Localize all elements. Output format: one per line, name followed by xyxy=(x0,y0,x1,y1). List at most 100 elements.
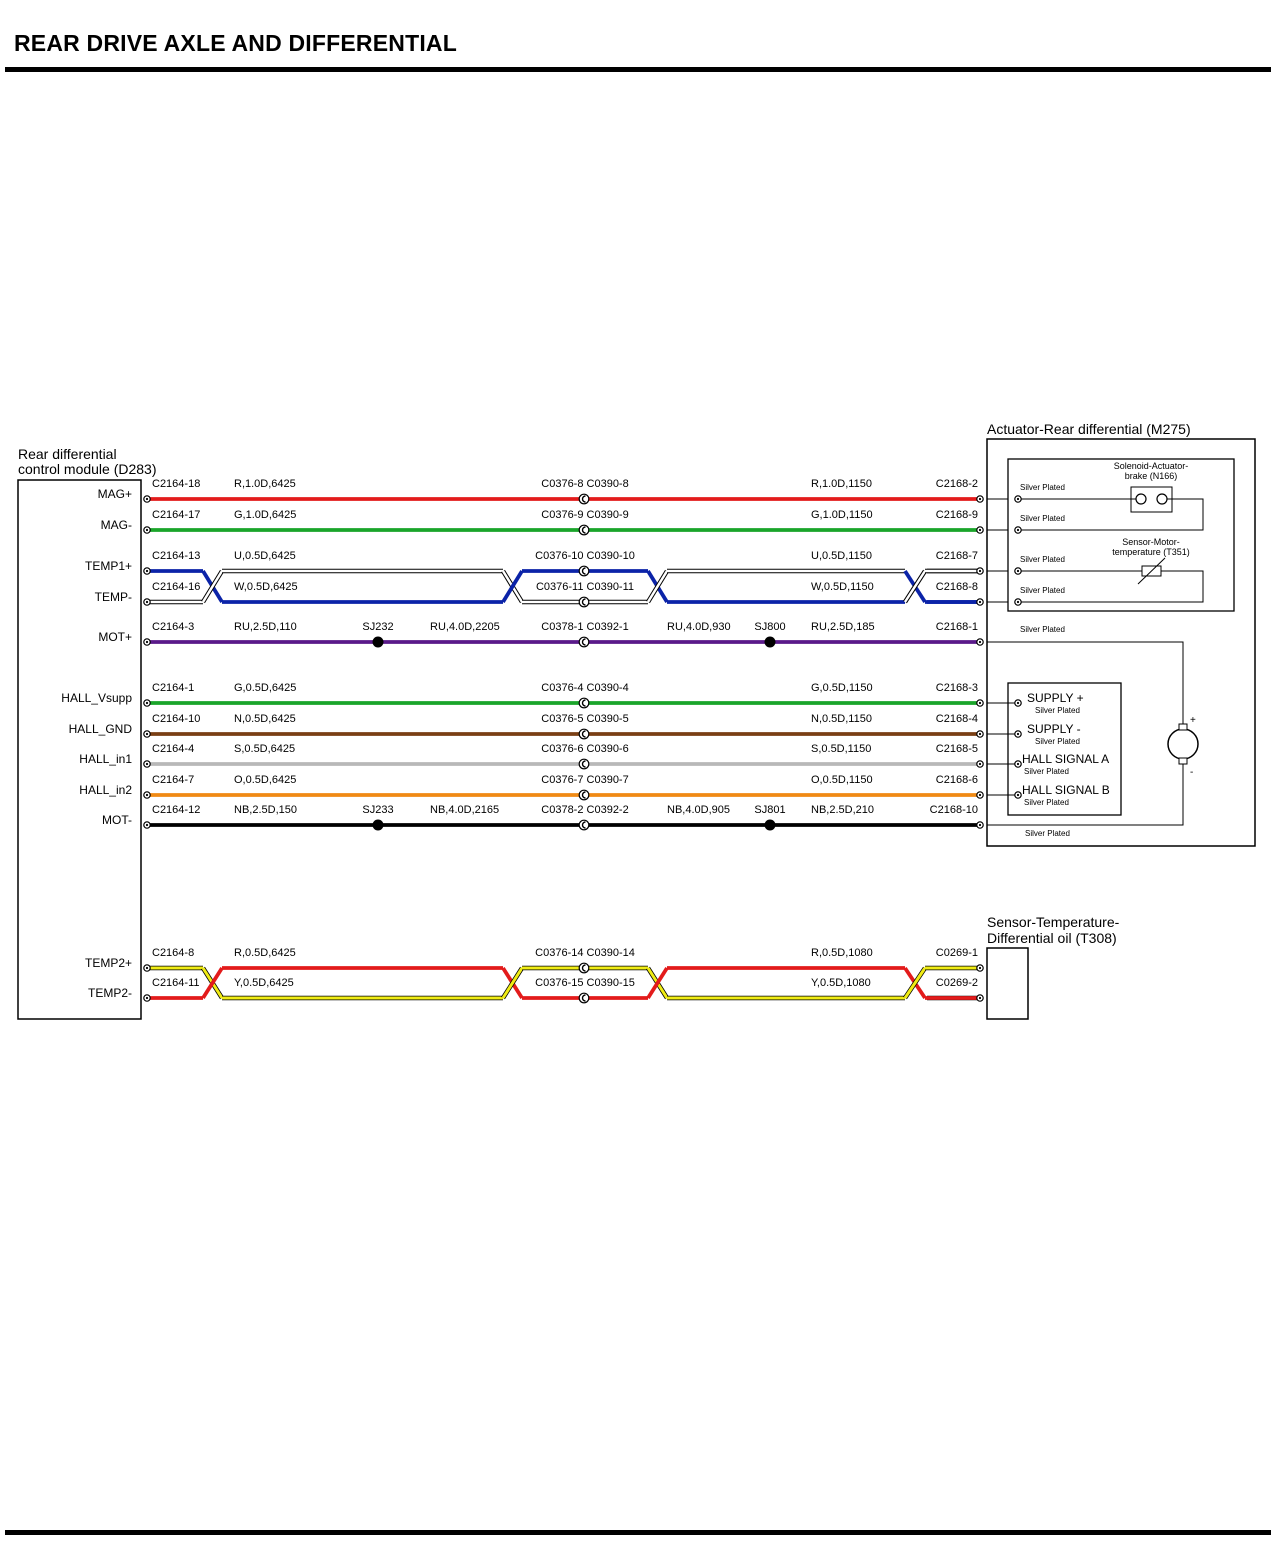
conn-right-temp1-plus: C2168-7 xyxy=(936,550,978,562)
inline-connector-temp2-plus xyxy=(578,962,590,974)
conn-mid-hall-vsupp: C0376-4 C0390-4 xyxy=(541,682,628,694)
wire-temp1-pair-seg5-b xyxy=(646,570,669,603)
module-pin-hall-in2: HALL_in2 xyxy=(79,783,132,797)
terminal-right-temp1-plus-dot xyxy=(978,569,982,573)
terminal-left-mag-plus-dot xyxy=(145,497,149,501)
conn-mid-mag-minus: C0376-9 C0390-9 xyxy=(541,509,628,521)
spec-right-mot-minus: NB,2.5D,210 xyxy=(811,804,874,816)
hall-terminal-2-dot xyxy=(1016,762,1020,766)
terminal-right-mot-plus-dot xyxy=(978,640,982,644)
conn-right-mag-plus: C2168-2 xyxy=(936,478,978,490)
terminal-left-temp2-plus-dot xyxy=(145,966,149,970)
control-module-label-1: Rear differential xyxy=(18,446,117,462)
spec-left-hall-vsupp: G,0.5D,6425 xyxy=(234,682,296,694)
terminal-right-mag-plus-dot xyxy=(978,497,982,501)
wire-temp1-pair-seg1-b xyxy=(201,570,224,603)
actuator-internal-terminal-0-dot xyxy=(1016,497,1020,501)
conn-mid-temp2-minus: C0376-15 C0390-15 xyxy=(535,977,635,989)
module-pin-mot-minus: MOT- xyxy=(102,813,132,827)
conn-left-hall-gnd: C2164-10 xyxy=(152,713,200,725)
splice-label-SJ232: SJ232 xyxy=(362,621,393,633)
oil-sensor-label-1: Sensor-Temperature- xyxy=(987,914,1120,930)
motor-wire-minus xyxy=(987,764,1184,826)
oil-sensor-label-2: Differential oil (T308) xyxy=(987,930,1117,946)
motor-temp-label-1: Sensor-Motor- xyxy=(1122,537,1180,547)
terminal-left-hall-vsupp-dot xyxy=(145,701,149,705)
thermistor-wire-out xyxy=(1018,570,1204,603)
terminal-right-mot-minus-dot xyxy=(978,823,982,827)
spec-right-mag-plus: R,1.0D,1150 xyxy=(811,478,872,490)
motor-icon xyxy=(1167,728,1199,760)
spec-left-temp2-minus: Y,0.5D,6425 xyxy=(234,977,294,989)
conn-mid-mot-plus: C0378-1 C0392-1 xyxy=(541,621,628,633)
conn-left-temp1-plus: C2164-13 xyxy=(152,550,200,562)
terminal-left-mot-plus-dot xyxy=(145,640,149,644)
inline-connector-mot-minus xyxy=(578,819,590,831)
page-title: REAR DRIVE AXLE AND DIFFERENTIAL xyxy=(14,30,457,56)
inline-connector-hall-gnd-mark xyxy=(581,730,586,738)
splice-SJ232 xyxy=(372,636,384,648)
spec-right-temp-minus: W,0.5D,1150 xyxy=(811,581,874,593)
wire-temp1-pair-seg3-b xyxy=(501,570,524,603)
conn-left-hall-in1: C2164-4 xyxy=(152,743,194,755)
motor-temp-label-2: temperature (T351) xyxy=(1112,547,1190,557)
module-pin-hall-in1: HALL_in1 xyxy=(79,752,132,766)
solenoid-icon xyxy=(1130,486,1173,513)
solenoid-coil-right xyxy=(1156,493,1168,505)
module-pin-mag-plus: MAG+ xyxy=(98,487,132,501)
inline-connector-hall-gnd xyxy=(578,728,590,740)
conn-left-temp2-minus: C2164-11 xyxy=(152,977,200,989)
splice-label-SJ801: SJ801 xyxy=(754,804,785,816)
inline-connector-hall-in1 xyxy=(578,758,590,770)
inline-connector-temp2-minus xyxy=(578,992,590,1004)
spec-left-mot-minus: NB,2.5D,150 xyxy=(234,804,297,816)
spec-left-temp2-plus: R,0.5D,6425 xyxy=(234,947,296,959)
splice-SJ801 xyxy=(764,819,776,831)
spec-right-hall-gnd: N,0.5D,1150 xyxy=(811,713,872,725)
terminal-right-mag-minus-dot xyxy=(978,528,982,532)
spec-left-mag-minus: G,1.0D,6425 xyxy=(234,509,296,521)
module-pin-temp2-minus: TEMP2- xyxy=(88,986,132,1000)
spec-left-b-mot-plus: RU,4.0D,2205 xyxy=(430,621,500,633)
spec-right-hall-in2: O,0.5D,1150 xyxy=(811,774,873,786)
actuator-silver-plated-2: Silver Plated xyxy=(1020,555,1065,564)
motor-plus-label: + xyxy=(1190,715,1196,726)
terminal-left-mot-minus-dot xyxy=(145,823,149,827)
actuator-internal-terminal-1-dot xyxy=(1016,528,1020,532)
terminal-left-hall-gnd-dot xyxy=(145,732,149,736)
conn-mid-temp-minus: C0376-11 C0390-11 xyxy=(536,581,634,593)
conn-mid-hall-in2: C0376-7 C0390-7 xyxy=(541,774,628,786)
inline-connector-temp-minus-mark xyxy=(581,598,586,606)
conn-left-hall-vsupp: C2164-1 xyxy=(152,682,194,694)
inline-connector-mag-plus-mark xyxy=(581,495,586,503)
hall-terminal-1-dot xyxy=(1016,732,1020,736)
terminal-right-hall-in2-dot xyxy=(978,793,982,797)
inline-connector-hall-vsupp xyxy=(578,697,590,709)
inline-connector-mot-plus-mark xyxy=(581,638,586,646)
wire-temp2-pair-seg3-b xyxy=(501,967,524,999)
module-pin-temp1-plus: TEMP1+ xyxy=(85,559,132,573)
spec-right-hall-vsupp: G,0.5D,1150 xyxy=(811,682,873,694)
spec-right-b-mot-minus: NB,4.0D,905 xyxy=(667,804,730,816)
spec-left-temp-minus: W,0.5D,6425 xyxy=(234,581,298,593)
hall-pin-label-0: SUPPLY + xyxy=(1027,691,1084,705)
splice-label-SJ800: SJ800 xyxy=(754,621,785,633)
conn-left-mag-plus: C2164-18 xyxy=(152,478,200,490)
hall-pin-label-3: HALL SIGNAL B xyxy=(1022,783,1110,797)
conn-mid-hall-in1: C0376-6 C0390-6 xyxy=(541,743,628,755)
spec-right-mot-plus: RU,2.5D,185 xyxy=(811,621,875,633)
conn-mid-temp1-plus: C0376-10 C0390-10 xyxy=(535,550,635,562)
actuator-internal-terminal-3-dot xyxy=(1016,600,1020,604)
motor-minus-label: - xyxy=(1190,767,1193,778)
conn-right-hall-vsupp: C2168-3 xyxy=(936,682,978,694)
conn-right-temp2-plus: C0269-1 xyxy=(936,947,978,959)
actuator-silver-plated-1: Silver Plated xyxy=(1020,514,1065,523)
spec-left-b-mot-minus: NB,4.0D,2165 xyxy=(430,804,499,816)
terminal-left-hall-in1-dot xyxy=(145,762,149,766)
solenoid-label-2: brake (N166) xyxy=(1125,471,1178,481)
spec-left-hall-gnd: N,0.5D,6425 xyxy=(234,713,296,725)
conn-left-temp2-plus: C2164-8 xyxy=(152,947,194,959)
inline-connector-hall-in1-mark xyxy=(581,760,586,768)
actuator-label: Actuator-Rear differential (M275) xyxy=(987,421,1191,437)
